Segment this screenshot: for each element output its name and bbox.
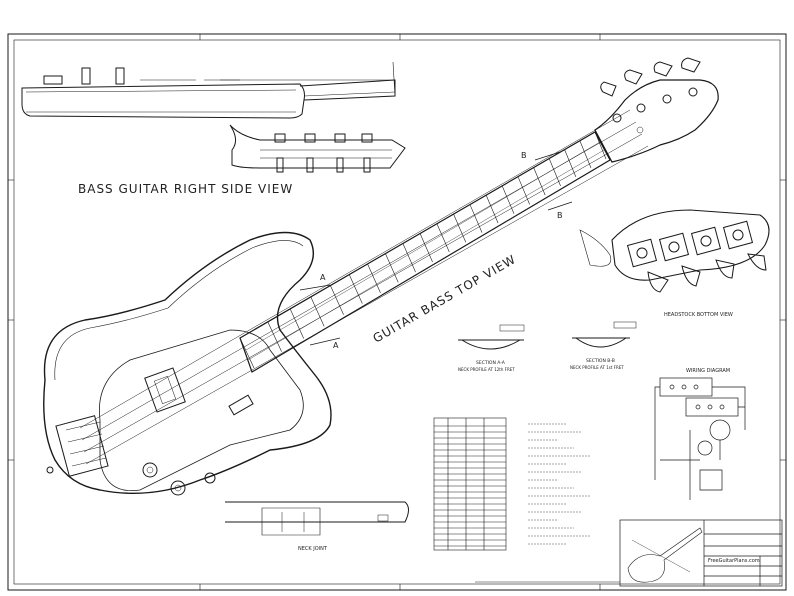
section-markers: [299, 151, 573, 346]
fret-line: [564, 149, 577, 178]
fret-line: [402, 243, 416, 273]
fret-line: [348, 274, 363, 304]
fret-line: [594, 131, 607, 160]
spec-notes: [528, 423, 590, 545]
right-side-view: [21, 61, 396, 119]
fret-line: [469, 204, 483, 233]
fret-line: [548, 158, 561, 187]
wiring-diagram: [654, 377, 746, 500]
right-side-view-title: BASS GUITAR RIGHT SIDE VIEW: [78, 182, 293, 196]
fret-line: [419, 233, 433, 263]
fret-line: [453, 213, 467, 243]
neck-joint-label: NECK JOINT: [298, 546, 328, 552]
section-aa-label: SECTION A-A: [476, 360, 506, 366]
outer-border: [7, 33, 787, 591]
headstock-bottom-view: [579, 209, 770, 293]
border-ticks: [8, 34, 786, 590]
section-aa-profile: [458, 324, 525, 350]
top-view-title: GUITAR BASS TOP VIEW: [371, 252, 519, 346]
neck-joint-detail: [225, 501, 409, 536]
fret-line: [310, 296, 325, 327]
inner-border: [13, 39, 781, 585]
section-marker-b-bottom: B: [557, 211, 563, 220]
title-block-site: FreeGuitarPlans.com: [708, 558, 760, 564]
fret-line: [579, 140, 592, 169]
headstock-top: [594, 57, 719, 163]
section-bb-note: NECK PROFILE AT 1st FRET: [570, 365, 624, 370]
fret-line: [330, 285, 344, 315]
wiring-diagram-title: WIRING DIAGRAM: [686, 368, 730, 374]
section-aa-note: NECK PROFILE AT 12th FRET: [458, 367, 515, 372]
fret-line: [517, 176, 530, 205]
headstock-side-detail: [229, 124, 406, 173]
fret-line: [367, 263, 381, 294]
parts-table: [433, 417, 507, 551]
fret-line: [501, 185, 515, 214]
section-marker-a-bottom: A: [333, 341, 339, 350]
section-bb-profile: [572, 321, 637, 348]
fret-lines: [239, 131, 607, 369]
strings: [79, 109, 649, 465]
fret-line: [239, 337, 255, 369]
fret-line: [485, 195, 499, 224]
section-marker-b-top: B: [521, 151, 527, 160]
fret-line: [289, 308, 304, 339]
title-block: [475, 519, 783, 587]
guitar-neck: [79, 109, 649, 465]
headstock-bottom-view-title: HEADSTOCK BOTTOM VIEW: [664, 312, 733, 318]
fret-line: [533, 167, 546, 196]
fret-line: [267, 321, 282, 352]
tuner-boxes: [626, 220, 754, 268]
fret-line: [385, 253, 399, 283]
fret-line: [436, 223, 450, 253]
guitar-body: [43, 231, 332, 496]
section-marker-a-top: A: [320, 273, 326, 282]
section-bb-label: SECTION B-B: [586, 358, 615, 364]
